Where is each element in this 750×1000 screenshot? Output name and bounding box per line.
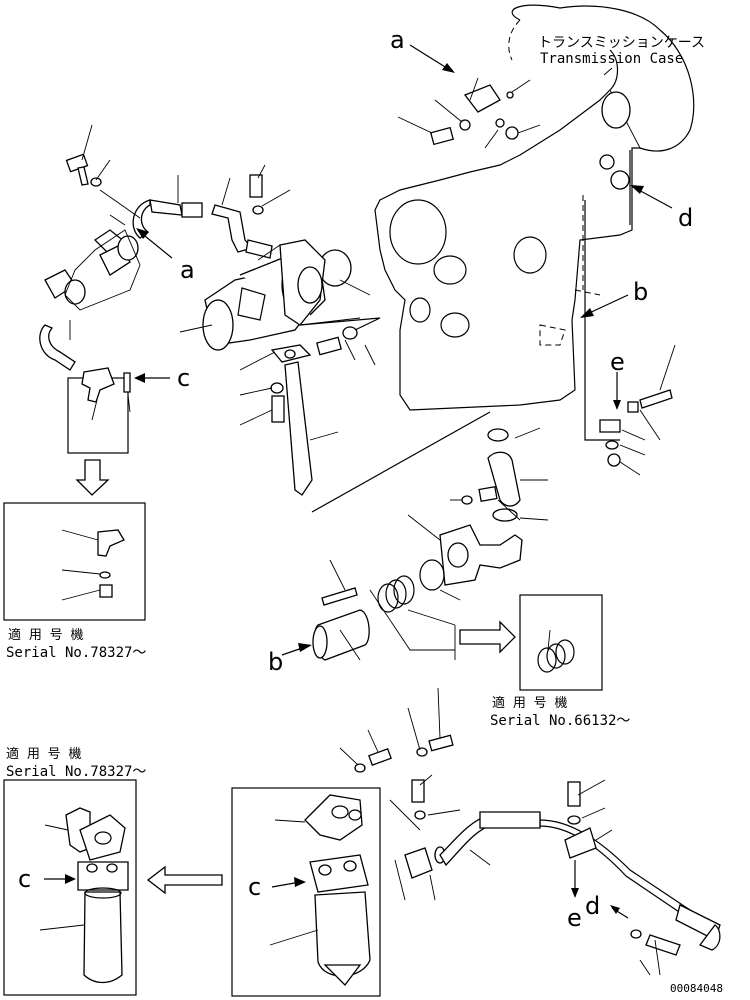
ref-letter-a-top: a <box>390 26 405 54</box>
ref-letter-d-top: d <box>678 204 693 232</box>
detail-box-left <box>3 502 146 621</box>
arrow-to-detail-right <box>459 620 516 654</box>
left-elbow-box <box>67 367 131 454</box>
filter-assembly-left <box>3 779 137 996</box>
ref-letter-c-center: c <box>248 873 261 901</box>
strainer-assembly <box>312 559 456 661</box>
ref-letter-b-left: b <box>268 648 283 676</box>
serial-note-3-serial: Serial No.78327～ <box>6 764 146 780</box>
serial-note-3-jp: 適 用 号 機 <box>6 746 81 762</box>
clamp-bolt-right <box>599 344 676 476</box>
drawing-number: 00084048 <box>670 982 723 995</box>
serial-note-2-jp: 適 用 号 機 <box>492 695 567 711</box>
transmission-case <box>318 4 695 441</box>
bracket-bolts-top <box>397 77 541 149</box>
serial-note-1-serial: Serial No.78327～ <box>6 645 146 661</box>
serial-note-1-jp: 適 用 号 機 <box>8 627 83 643</box>
transmission-case-jp-label: トランスミッションケース <box>538 35 705 51</box>
ref-letter-d-lower: d <box>585 892 600 920</box>
serial-note-2-serial: Serial No.66132～ <box>490 713 630 729</box>
ref-letter-e-right: e <box>610 348 625 376</box>
transmission-case-en-label: Transmission Case <box>540 51 683 67</box>
filter-assembly-center <box>231 787 381 997</box>
lower-right-hose <box>394 779 721 976</box>
ref-letter-b-right: b <box>633 278 648 306</box>
ref-letter-c-lower-left: c <box>18 865 31 893</box>
ref-arrow-a-top <box>409 44 451 71</box>
upper-left-pipe-assembly <box>39 124 291 371</box>
bolts-above-filter <box>339 687 461 831</box>
hydraulic-pump <box>179 239 326 351</box>
hose-clamp-assembly <box>407 427 549 601</box>
ref-letter-e-lower: e <box>567 904 582 932</box>
ref-letter-a-left: a <box>180 256 195 284</box>
gasket-flange <box>239 279 491 513</box>
arrow-to-filter-left <box>146 865 223 895</box>
detail-box-right <box>519 594 603 691</box>
down-arrow-left <box>75 459 110 496</box>
ref-letter-c-left: c <box>177 364 190 392</box>
